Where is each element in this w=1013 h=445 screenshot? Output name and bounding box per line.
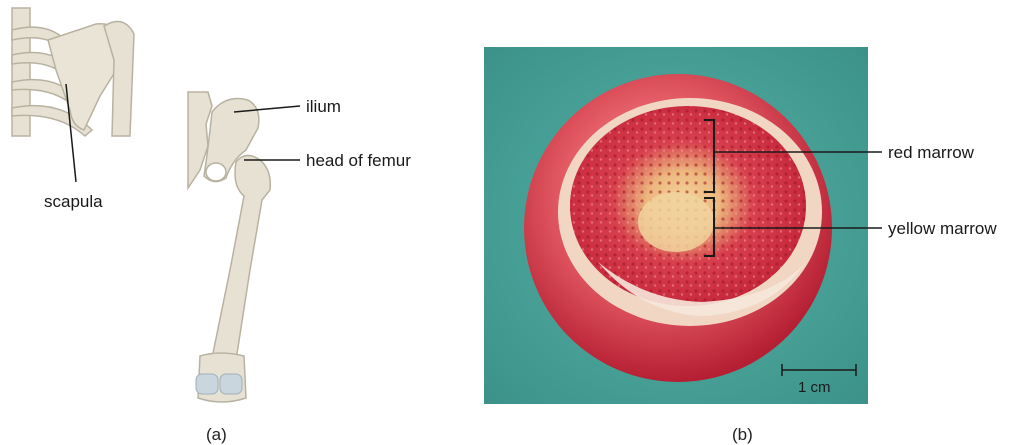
ilium-label: ilium <box>306 97 341 116</box>
cartilage-left <box>196 374 218 394</box>
yellow-marrow-region <box>638 192 714 252</box>
scapula-label: scapula <box>44 192 103 211</box>
yellow-marrow-label: yellow marrow <box>888 219 997 238</box>
scale-bar-label: 1 cm <box>798 379 831 396</box>
head-of-femur-label: head of femur <box>306 151 411 170</box>
cartilage-right <box>220 374 242 394</box>
panel-a-caption: (a) <box>206 425 227 444</box>
red-marrow-label: red marrow <box>888 143 975 162</box>
femoral-head-photo <box>484 47 868 404</box>
femur-bone <box>206 155 270 372</box>
panel-b-caption: (b) <box>732 425 753 444</box>
